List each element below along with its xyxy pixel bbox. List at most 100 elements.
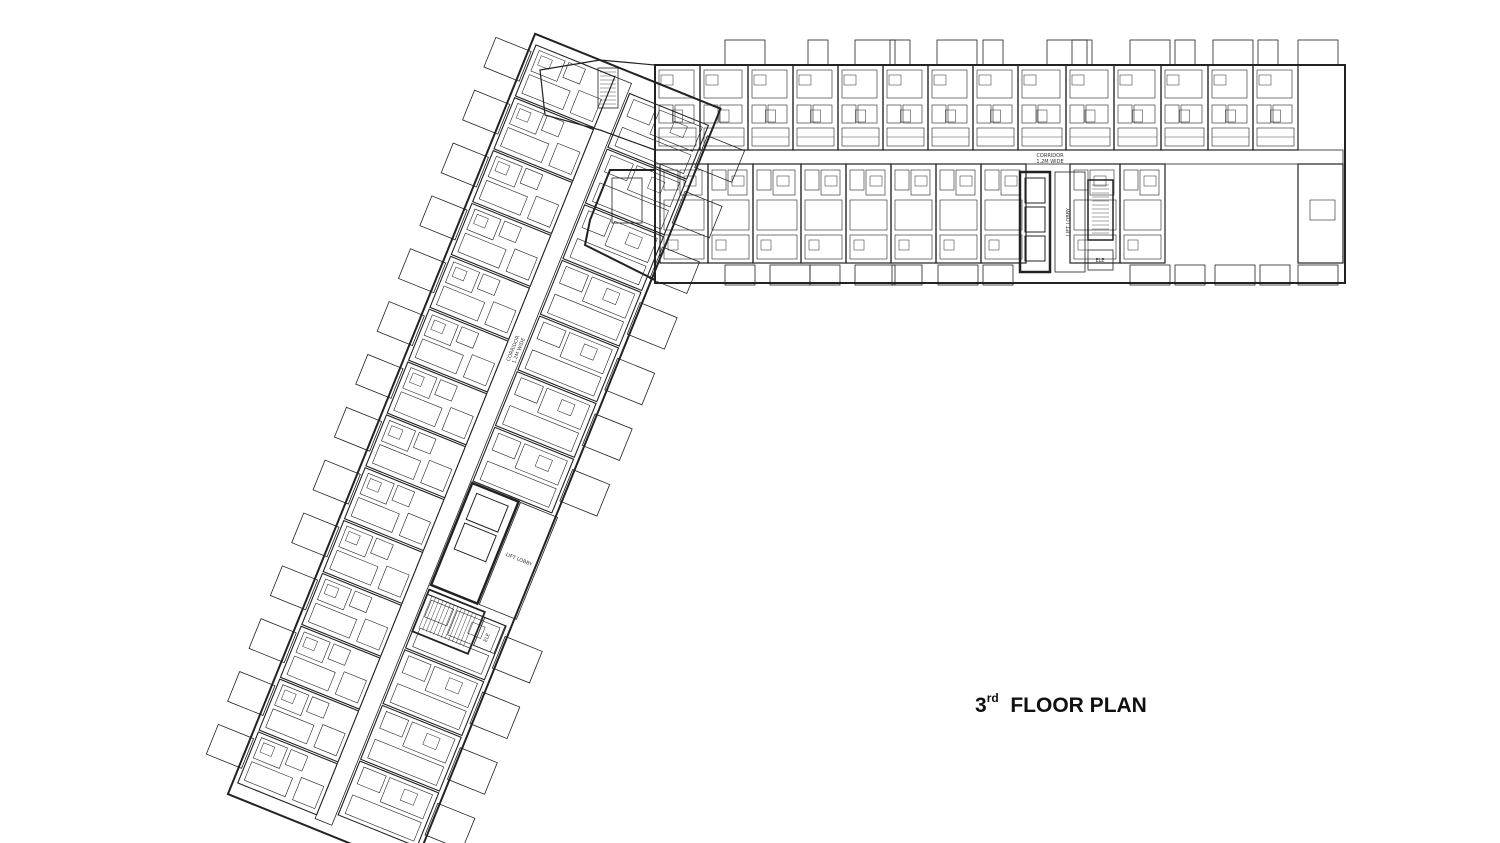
bedroom (1089, 169, 1115, 196)
bedroom (445, 261, 481, 294)
apartment-unit (337, 760, 476, 843)
unit-outline (882, 64, 929, 151)
bedroom (1139, 169, 1160, 196)
living-room (1037, 104, 1061, 124)
unit-outline (800, 163, 847, 264)
living-room (592, 182, 669, 230)
bedroom (756, 234, 798, 260)
living-room (756, 199, 798, 231)
bedroom (295, 631, 331, 664)
bed (399, 788, 419, 806)
bedroom (804, 234, 843, 260)
unit-outline (1207, 64, 1254, 151)
dining-table (900, 109, 911, 123)
living-room (947, 104, 968, 124)
title-number: 3 (975, 694, 987, 717)
bedroom (447, 610, 501, 653)
bedroom (910, 169, 931, 196)
bedroom (252, 737, 288, 769)
apartment-unit (747, 64, 794, 151)
living-room (1180, 104, 1203, 124)
bedroom (894, 234, 933, 260)
living-room (389, 683, 467, 731)
balcony (1174, 264, 1206, 286)
kitchen (334, 671, 367, 704)
living-room (524, 349, 602, 397)
balcony (419, 195, 468, 241)
balcony (671, 190, 723, 239)
bedroom (1073, 234, 1117, 260)
dining-table (718, 109, 730, 123)
balcony (1071, 39, 1093, 66)
balcony (205, 723, 255, 769)
bathroom (306, 696, 330, 719)
bed (451, 266, 468, 282)
apartment-unit (269, 565, 402, 657)
bathroom (894, 169, 910, 191)
bathroom (284, 749, 309, 772)
bedroom (679, 169, 703, 196)
bed (281, 689, 297, 704)
kitchen (420, 459, 453, 492)
unit-outline (493, 97, 595, 182)
unit-outline (404, 593, 507, 681)
electrical-label: ELE (1095, 258, 1104, 264)
living-room (286, 655, 336, 692)
bedroom (841, 69, 878, 99)
apartment-unit (562, 204, 701, 295)
balcony (1174, 39, 1196, 66)
living-room (674, 104, 695, 124)
balcony (1297, 264, 1339, 286)
unit-outline (607, 92, 710, 180)
unit-outline (279, 625, 381, 710)
bathroom (939, 169, 955, 191)
living-room (939, 199, 978, 231)
bed (579, 343, 598, 361)
balcony (694, 135, 746, 183)
apartment-unit (980, 163, 1027, 264)
bedroom (976, 69, 1013, 99)
unit-outline (1065, 64, 1115, 151)
lift-lobby-west (478, 501, 559, 620)
living-room (436, 285, 486, 322)
living-room (500, 127, 550, 163)
bed (667, 239, 679, 251)
lift-shaft-block (429, 481, 521, 606)
apartment-unit (607, 92, 746, 183)
unit-outline (747, 64, 794, 151)
unit-outline (539, 259, 642, 347)
balcony (1257, 39, 1279, 66)
bathroom (455, 326, 480, 349)
apartment-unit (376, 301, 509, 393)
balcony (376, 301, 425, 347)
bathroom (519, 167, 544, 191)
bedroom (559, 332, 613, 375)
bed (776, 175, 790, 187)
bed (843, 74, 857, 86)
kitchen (527, 195, 560, 228)
balcony (604, 357, 656, 406)
bed (624, 232, 643, 250)
living-room (344, 794, 422, 842)
balcony (724, 264, 756, 286)
balcony (1214, 264, 1256, 286)
bed (444, 677, 463, 695)
dining-table (990, 109, 1001, 123)
bed (1004, 175, 1018, 187)
bed (715, 239, 727, 251)
connector-wedge (583, 169, 656, 282)
unit-outline (365, 414, 467, 499)
bedroom (316, 578, 352, 611)
unit-outline (1017, 64, 1067, 151)
balcony (724, 39, 766, 66)
bedroom (582, 276, 636, 319)
bathroom (401, 655, 432, 682)
unit-outline (471, 149, 573, 235)
bed (824, 175, 838, 187)
bedroom (466, 208, 502, 241)
apartment-unit (792, 64, 839, 151)
bed (534, 454, 553, 472)
apartment-unit (462, 89, 595, 182)
bed (888, 74, 902, 86)
